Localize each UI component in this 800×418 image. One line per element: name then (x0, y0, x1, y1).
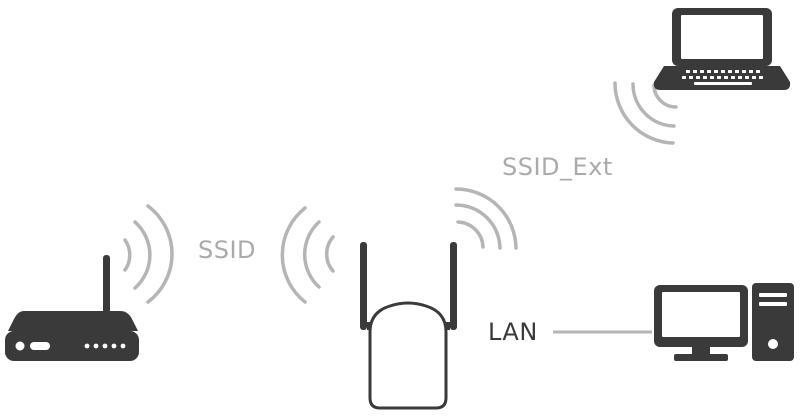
laptop-base (653, 66, 791, 90)
ssid-ext-label: SSID_Ext (502, 153, 613, 181)
extender-right-antenna (450, 242, 457, 330)
lan-label: LAN (488, 318, 538, 346)
ssid-label: SSID (198, 236, 257, 264)
laptop-signal-waves (613, 81, 678, 145)
monitor-stand (692, 347, 710, 355)
desktop-computer-icon (654, 283, 794, 361)
router-signal-waves (123, 204, 174, 304)
router-antenna (103, 255, 110, 313)
extender-left-antenna (360, 242, 367, 330)
extender-right-signal-waves (454, 187, 518, 250)
extender-body (368, 301, 448, 410)
extender-left-signal-waves (280, 206, 335, 304)
monitor-base (674, 354, 728, 361)
router-top (8, 311, 138, 331)
laptop-icon (653, 8, 791, 90)
range-extender-icon (360, 242, 457, 410)
router-body (5, 331, 139, 361)
router-icon (5, 255, 139, 361)
